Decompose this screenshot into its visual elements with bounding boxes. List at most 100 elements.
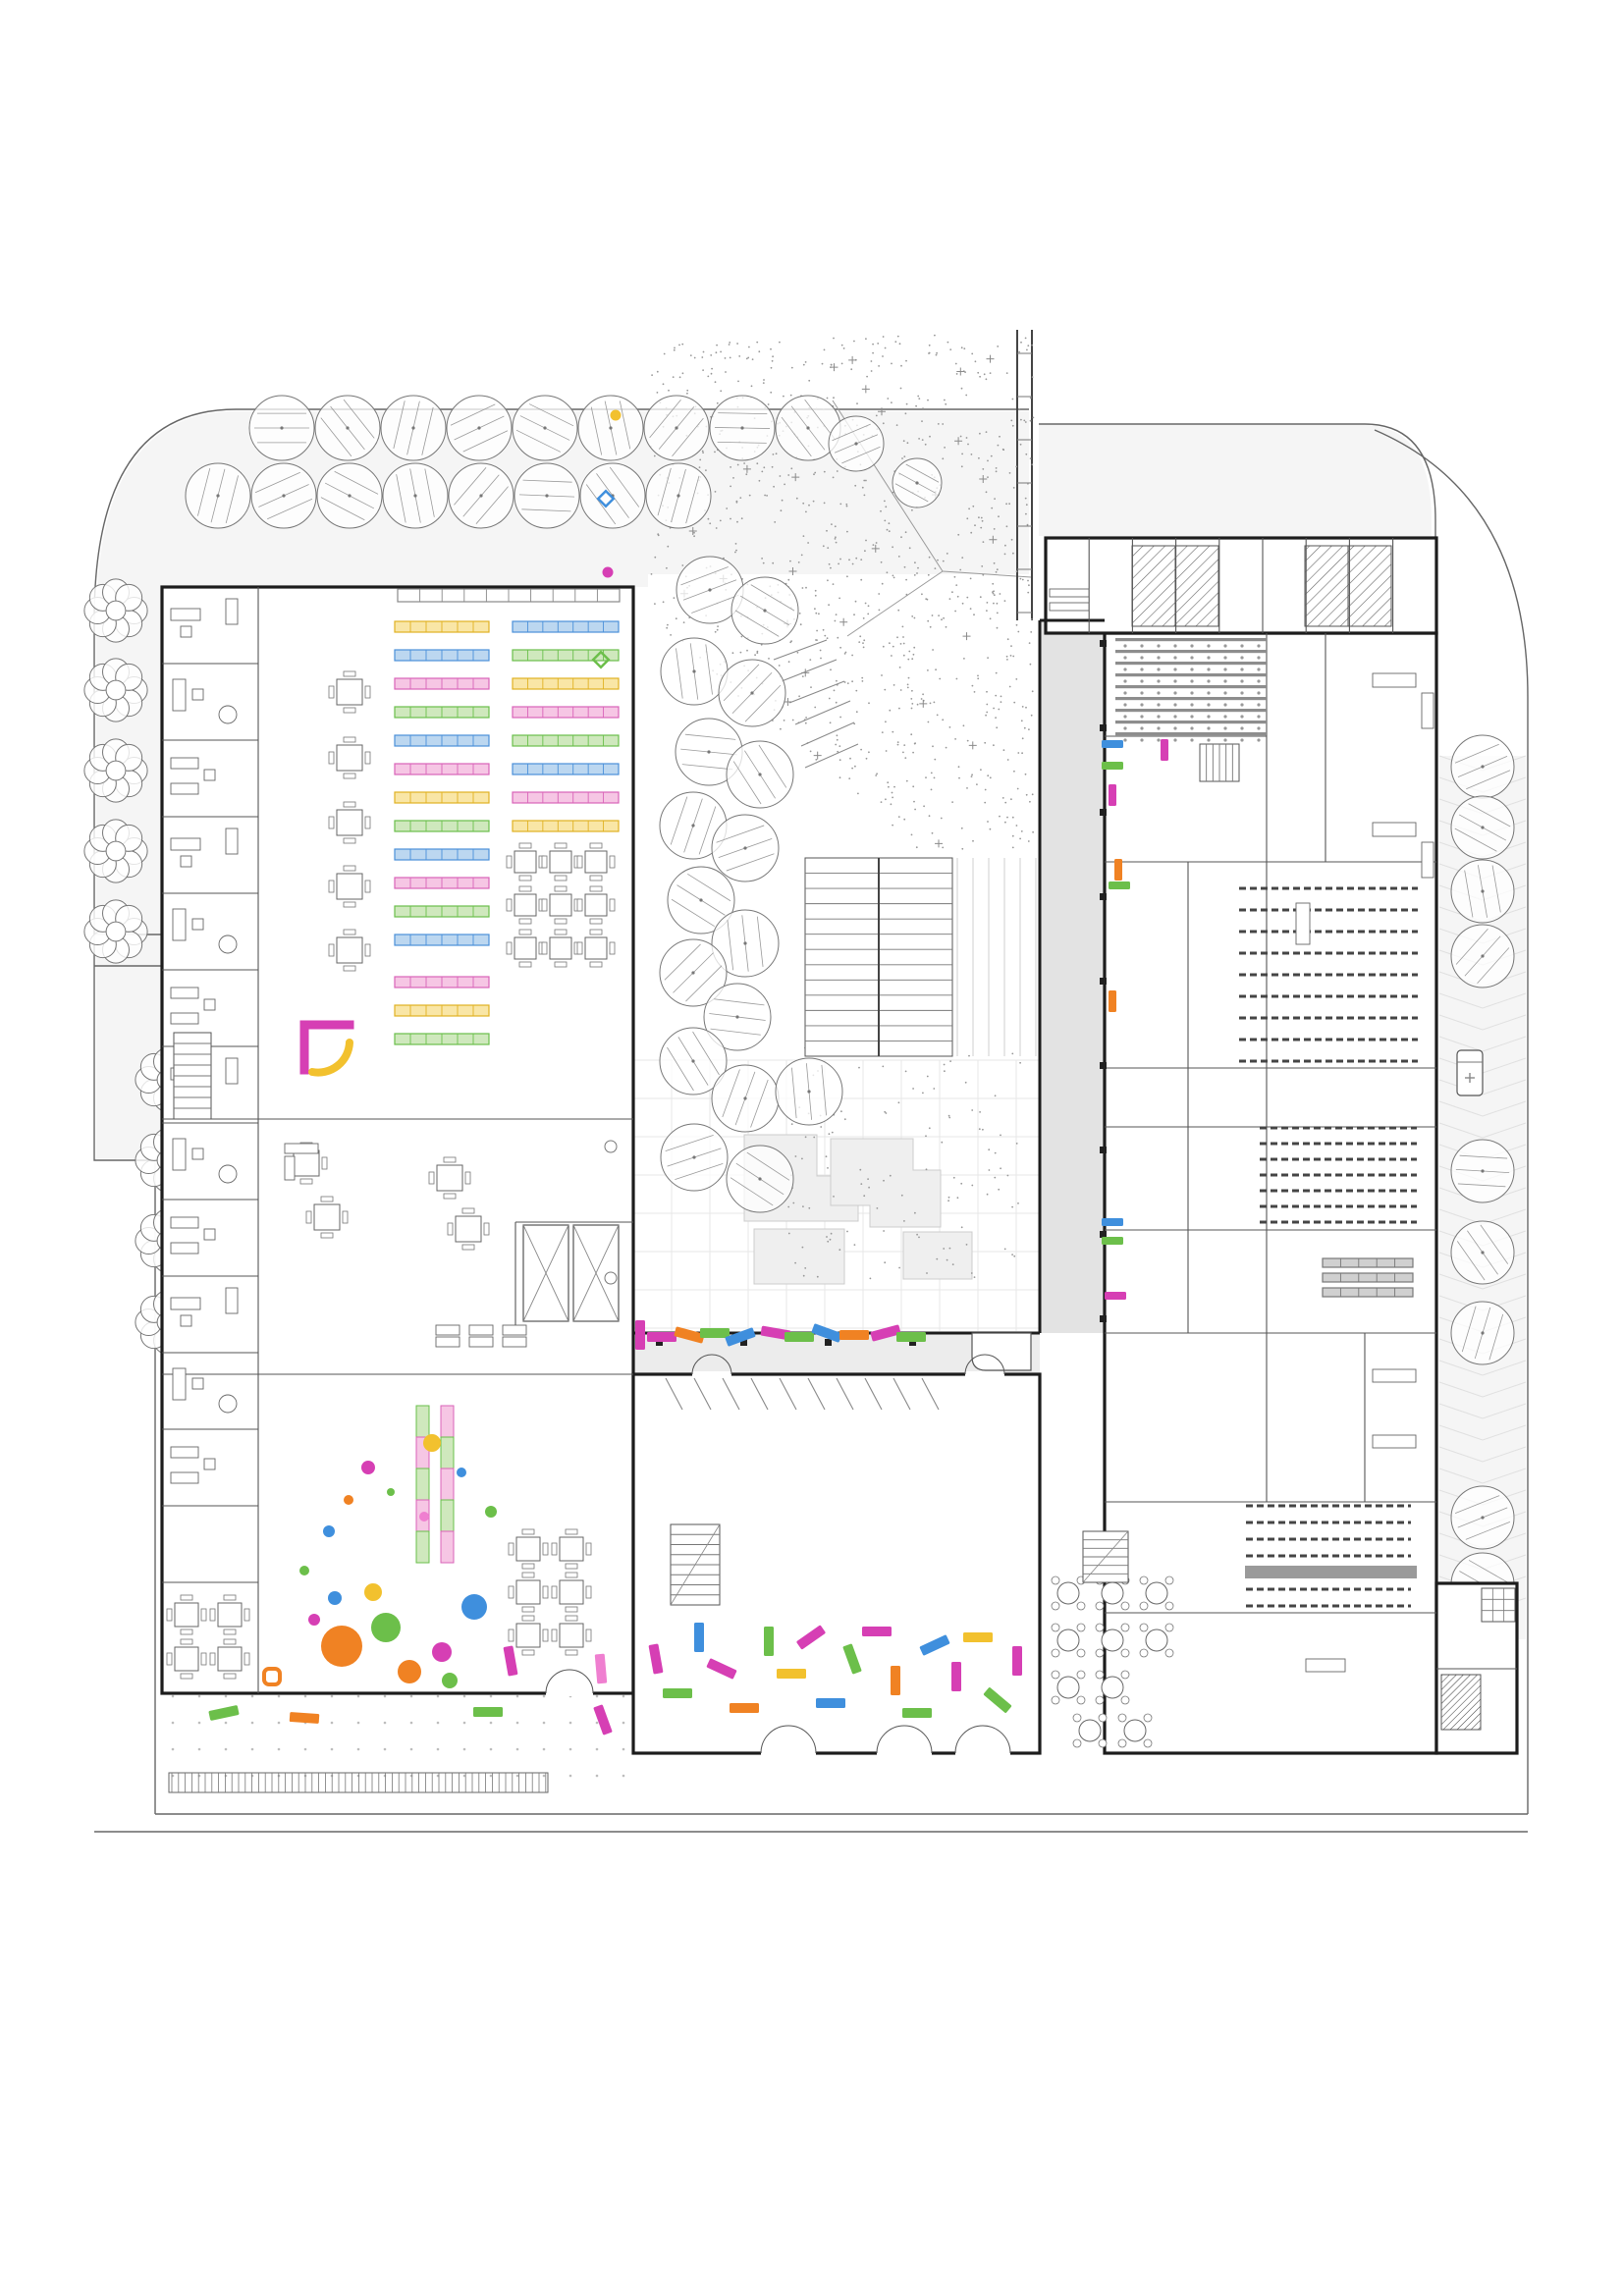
tree-hatch [1454, 1495, 1500, 1515]
stipple-dot [835, 541, 838, 544]
groundcover-icon [742, 464, 751, 473]
stipple-dot [897, 609, 900, 612]
floor-grid-dot [542, 1747, 546, 1751]
stipple-dot [789, 641, 792, 644]
tree-trunk [105, 600, 127, 621]
stipple-dot [897, 556, 900, 558]
stipple-dot [853, 722, 856, 725]
chair [328, 816, 335, 829]
tree-hatch [421, 406, 434, 455]
tree-hatch [254, 471, 300, 494]
stipple-dot [886, 571, 889, 574]
stool [1190, 691, 1194, 695]
floor-grid-dot [409, 1747, 413, 1751]
stipple-dot [804, 1136, 807, 1139]
stipple-dot [922, 407, 924, 410]
stipple-dot [937, 559, 939, 561]
floor-grid-dot [277, 1747, 281, 1751]
floor-grid-dot [462, 1694, 466, 1698]
stipple-dot [813, 473, 815, 476]
queue-guide [921, 1377, 940, 1411]
accent-furniture [674, 1326, 705, 1344]
cafe-table [1145, 1581, 1168, 1605]
cafe-table [1123, 1719, 1147, 1742]
tree-hatch [585, 484, 617, 525]
stipple-dot [968, 1054, 970, 1057]
stipple-dot [797, 561, 800, 563]
stipple-dot [913, 616, 916, 619]
stipple-dot [961, 453, 963, 455]
stipple-dot [734, 551, 736, 554]
stipple-dot [693, 531, 695, 534]
stipple-dot [714, 630, 717, 633]
stipple-dot [862, 617, 865, 619]
stipple-dot [794, 1155, 797, 1157]
tree-hatch [664, 943, 701, 981]
stool [1207, 644, 1211, 648]
table [514, 850, 537, 874]
stipple-dot [734, 543, 737, 545]
floor-grid-dot [197, 1747, 201, 1751]
stipple-dot [783, 720, 785, 721]
floor-grid-dot [515, 1694, 519, 1698]
stipple-dot [826, 397, 829, 400]
play-pouf [442, 1673, 458, 1688]
stipple-dot [719, 519, 722, 522]
stipple-dot [960, 1182, 963, 1185]
stipple-dot [881, 582, 884, 585]
stipple-dot [809, 659, 812, 661]
stipple-dot [835, 536, 837, 539]
stipple-dot [971, 1184, 974, 1187]
table [436, 1164, 463, 1192]
stipple-dot [880, 561, 883, 563]
stipple-dot [890, 803, 893, 806]
desk [1372, 672, 1417, 688]
book-shelf-row [1322, 1287, 1414, 1298]
stipple-dot [1010, 538, 1013, 541]
stipple-dot [997, 444, 1000, 447]
tree-trunk [479, 494, 483, 498]
stool [1157, 726, 1161, 730]
stipple-dot [667, 623, 669, 626]
chair [521, 1528, 535, 1535]
stipple-dot [980, 526, 983, 529]
stipple-dot [1020, 830, 1023, 832]
herringbone-line [1482, 1446, 1527, 1463]
stipple-dot [999, 815, 1001, 818]
cafe-chair [1076, 1601, 1086, 1611]
chair [180, 855, 192, 868]
chair [551, 1542, 558, 1556]
tree-hatch [515, 429, 562, 453]
stipple-dot [1002, 749, 1005, 752]
stipple-dot [934, 758, 937, 761]
desk [170, 1216, 199, 1229]
chair [166, 1608, 173, 1622]
chair [565, 1563, 578, 1570]
cafe-chair [1120, 1648, 1130, 1658]
stipple-dot [839, 776, 841, 779]
stipple-dot [892, 546, 893, 549]
stipple-dot [952, 1176, 955, 1179]
stipple-dot [903, 565, 906, 568]
stipple-dot [663, 352, 666, 355]
cafe-chair [1164, 1623, 1174, 1632]
stipple-dot [839, 558, 841, 561]
stipple-dot [987, 459, 989, 462]
stipple-dot [1010, 419, 1013, 422]
cafe-table [1078, 1719, 1102, 1742]
stool [1123, 738, 1127, 742]
stipple-dot [936, 1257, 939, 1260]
groundcover-icon [861, 385, 870, 394]
groundcover-icon [956, 367, 965, 376]
stipple-dot [972, 839, 974, 842]
cafe-chair [1051, 1670, 1060, 1680]
stipple-dot [814, 706, 817, 709]
tree-hatch [722, 1069, 740, 1118]
table [515, 1623, 541, 1648]
accent-furniture [635, 1320, 645, 1350]
stipple-dot [960, 387, 963, 390]
stipple-dot [840, 362, 843, 365]
chair [299, 1178, 313, 1185]
stipple-dot [846, 530, 848, 533]
